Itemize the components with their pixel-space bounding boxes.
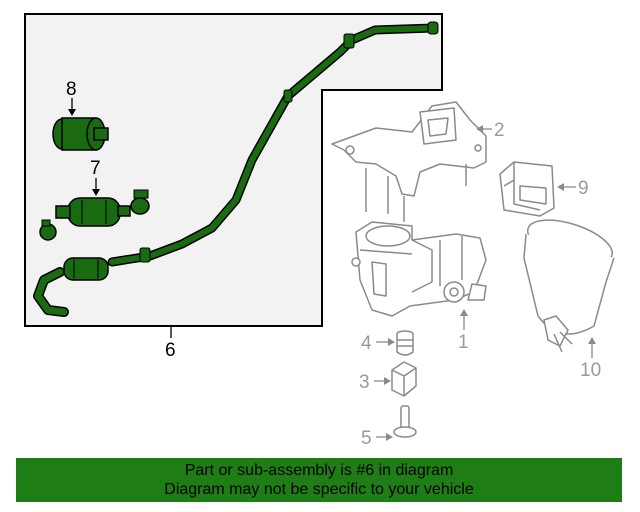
hose-line-6[interactable] [33, 21, 439, 317]
dryer-part-10[interactable] [523, 211, 618, 353]
leader-lines [68, 98, 596, 441]
banner-line-2: Diagram may not be specific to your vehi… [164, 481, 474, 498]
sub-assembly-panel [24, 13, 443, 327]
bushing-part-4[interactable] [396, 330, 414, 356]
callout-7: 7 [90, 158, 101, 179]
callout-5: 5 [361, 428, 372, 449]
callout-3: 3 [359, 372, 370, 393]
callout-1: 1 [458, 332, 469, 353]
parts-diagram: 8 7 6 2 9 1 10 4 3 5 [24, 13, 618, 449]
callout-8: 8 [66, 79, 77, 100]
banner-line-1: Part or sub-assembly is #6 in diagram [184, 462, 454, 479]
compressor-part-1[interactable] [351, 221, 487, 317]
callout-4: 4 [361, 333, 372, 354]
filter-part-7[interactable] [39, 189, 150, 241]
callout-2: 2 [494, 120, 505, 141]
bracket-part-2[interactable] [331, 101, 487, 222]
bolt-part-5[interactable] [393, 405, 417, 438]
info-banner: Part or sub-assembly is #6 in diagram Di… [16, 458, 622, 502]
silencer-part-8[interactable] [52, 117, 109, 151]
callout-10: 10 [580, 360, 601, 381]
callout-6: 6 [165, 340, 176, 361]
relay-part-9[interactable] [499, 161, 555, 217]
mount-part-3[interactable] [391, 361, 417, 397]
callout-9: 9 [578, 178, 589, 199]
